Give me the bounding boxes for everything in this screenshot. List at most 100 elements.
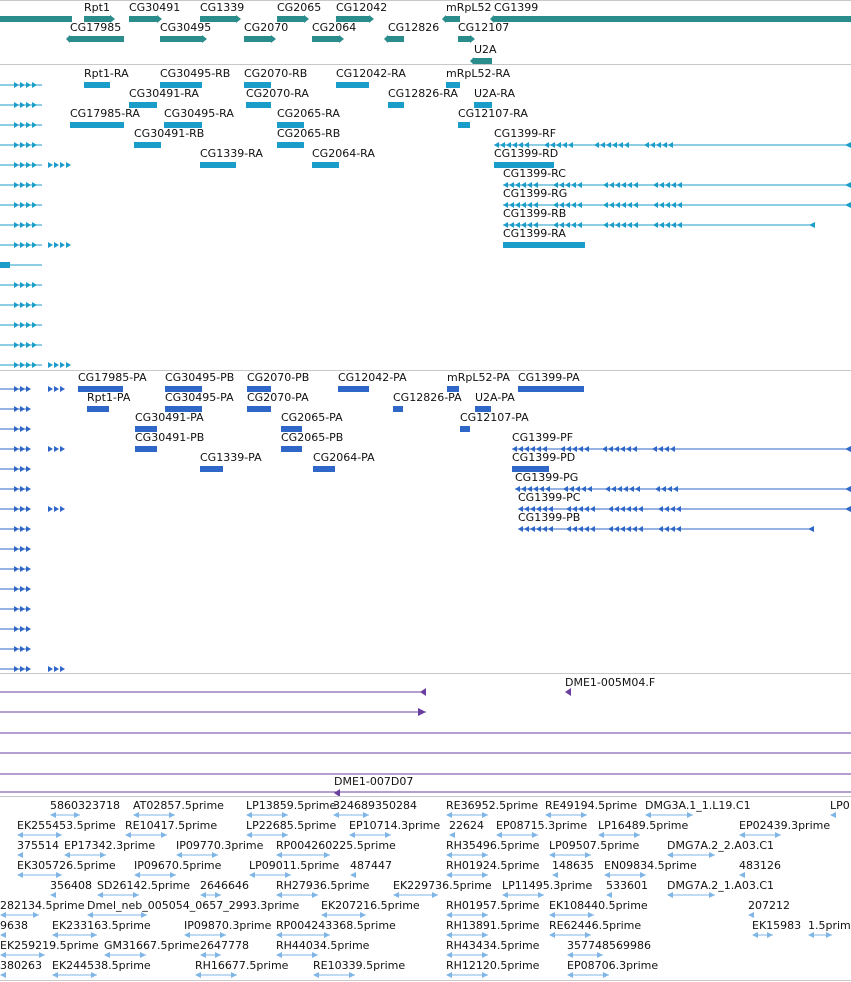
transcript-exon-chevrons[interactable] (653, 182, 682, 188)
protein-exon-chevrons[interactable] (14, 526, 31, 532)
protein-label[interactable]: CG1399-PF (512, 431, 574, 444)
protein-feature[interactable] (247, 406, 271, 412)
est-label[interactable]: IP09770.3prime (176, 839, 264, 852)
bac-clone-marker[interactable] (334, 789, 340, 796)
gene-feature[interactable] (312, 35, 344, 43)
transcript-exon-chevrons[interactable] (653, 222, 682, 228)
protein-feature[interactable] (518, 386, 584, 392)
transcript-exon-chevrons[interactable] (14, 362, 37, 368)
est-feature[interactable] (0, 912, 39, 918)
transcript-exon-chevrons[interactable] (14, 242, 37, 248)
est-feature[interactable] (50, 812, 80, 818)
protein-exon-chevrons[interactable] (608, 506, 643, 512)
transcript-exon-chevrons[interactable] (603, 222, 638, 228)
bac-clone-marker[interactable] (565, 688, 571, 696)
transcript-feature[interactable] (244, 82, 271, 88)
est-feature[interactable] (549, 852, 591, 858)
transcript-feature[interactable] (494, 162, 554, 168)
protein-exon-chevrons[interactable] (566, 526, 595, 532)
est-feature[interactable] (449, 832, 455, 838)
transcript-exon-chevrons[interactable] (503, 222, 538, 228)
est-feature[interactable] (606, 892, 612, 898)
protein-label[interactable]: CG12042-PA (338, 371, 407, 384)
est-feature[interactable] (567, 972, 609, 978)
est-feature[interactable] (604, 872, 646, 878)
protein-label[interactable]: CG30491-PA (135, 411, 204, 424)
transcript-label[interactable]: CG1399-RD (494, 147, 559, 160)
est-label[interactable]: RE36952.5prime (446, 799, 539, 812)
bac-clone-line[interactable] (0, 708, 426, 716)
protein-feature[interactable] (512, 466, 549, 472)
protein-label[interactable]: CG2065-PB (281, 431, 344, 444)
protein-feature[interactable] (393, 406, 403, 412)
protein-label[interactable]: CG30495-PB (165, 371, 235, 384)
protein-feature[interactable] (135, 426, 157, 432)
est-label[interactable]: IP09870.3prime (184, 919, 272, 932)
transcript-exon-chevrons[interactable] (14, 322, 37, 328)
gene-label[interactable]: CG12107 (458, 21, 510, 34)
protein-exon-chevrons[interactable] (14, 566, 31, 572)
gene-feature[interactable] (384, 35, 404, 43)
est-feature[interactable] (446, 932, 488, 938)
est-label[interactable]: 282134.5prime (0, 899, 85, 912)
protein-exon-chevrons[interactable] (14, 606, 31, 612)
protein-label[interactable]: CG17985-PA (78, 371, 147, 384)
est-label[interactable]: 5860323718 (50, 799, 120, 812)
transcript-feature[interactable] (446, 82, 460, 88)
protein-exon-chevrons[interactable] (518, 526, 553, 532)
gene-feature[interactable] (442, 15, 460, 23)
est-label[interactable]: 207212 (748, 899, 790, 912)
est-feature[interactable] (0, 972, 6, 978)
protein-label[interactable]: CG1399-PD (512, 451, 576, 464)
est-label[interactable]: 22624 (449, 819, 484, 832)
est-feature[interactable] (349, 832, 391, 838)
transcript-label[interactable]: CG17985-RA (70, 107, 140, 120)
gene-track[interactable] (0, 0, 851, 64)
gene-label[interactable]: mRpL52 (446, 1, 492, 14)
protein-label[interactable]: U2A-PA (475, 391, 515, 404)
est-feature[interactable] (752, 932, 773, 938)
est-label[interactable]: RH43434.5prime (446, 939, 540, 952)
protein-exon-chevrons[interactable] (14, 586, 31, 592)
protein-exon-chevrons[interactable] (14, 486, 31, 492)
est-feature[interactable] (176, 852, 218, 858)
transcript-exon-chevrons[interactable] (48, 162, 71, 168)
est-label[interactable]: LP16489.5prime (598, 819, 689, 832)
est-feature[interactable] (249, 872, 291, 878)
protein-exon-chevrons[interactable] (602, 446, 637, 452)
est-label[interactable]: RH01924.5prime (446, 859, 540, 872)
est-label[interactable]: AT02857.5prime (133, 799, 224, 812)
transcript-exon-chevrons[interactable] (14, 142, 37, 148)
protein-exon-chevrons[interactable] (518, 506, 553, 512)
protein-label[interactable]: CG2070-PB (247, 371, 310, 384)
est-label[interactable]: RH13891.5prime (446, 919, 540, 932)
est-feature[interactable] (830, 812, 836, 818)
transcript-label[interactable]: CG2065-RB (277, 127, 341, 140)
protein-feature[interactable] (460, 426, 470, 432)
bac-track[interactable] (0, 0, 851, 796)
est-label[interactable]: EK244538.5prime (52, 959, 151, 972)
protein-exon-chevrons[interactable] (14, 386, 31, 392)
est-label[interactable]: EP02439.3prime (739, 819, 831, 832)
est-label[interactable]: 2646646 (200, 879, 249, 892)
est-label[interactable]: 9638 (0, 919, 28, 932)
est-label[interactable]: RH01957.5prime (446, 899, 540, 912)
est-feature[interactable] (598, 832, 640, 838)
est-label[interactable]: EK259219.5prime (0, 939, 99, 952)
est-label[interactable]: DMG7A.2_2.A03.C1 (667, 839, 775, 852)
protein-feature[interactable] (313, 466, 335, 472)
transcript-feature[interactable] (160, 82, 202, 88)
protein-feature[interactable] (447, 386, 459, 392)
transcript-exon-chevrons[interactable] (553, 182, 582, 188)
est-feature[interactable] (276, 852, 330, 858)
est-label[interactable]: RE62446.5prime (549, 919, 642, 932)
est-feature[interactable] (446, 972, 488, 978)
protein-exon-chevrons[interactable] (563, 486, 592, 492)
protein-feature[interactable] (281, 426, 302, 432)
protein-label[interactable]: CG2064-PA (313, 451, 375, 464)
est-feature[interactable] (667, 852, 715, 858)
protein-feature[interactable] (165, 406, 202, 412)
est-feature[interactable] (545, 812, 587, 818)
transcript-label[interactable]: CG30495-RB (160, 67, 231, 80)
est-label[interactable]: LP0 (830, 799, 850, 812)
